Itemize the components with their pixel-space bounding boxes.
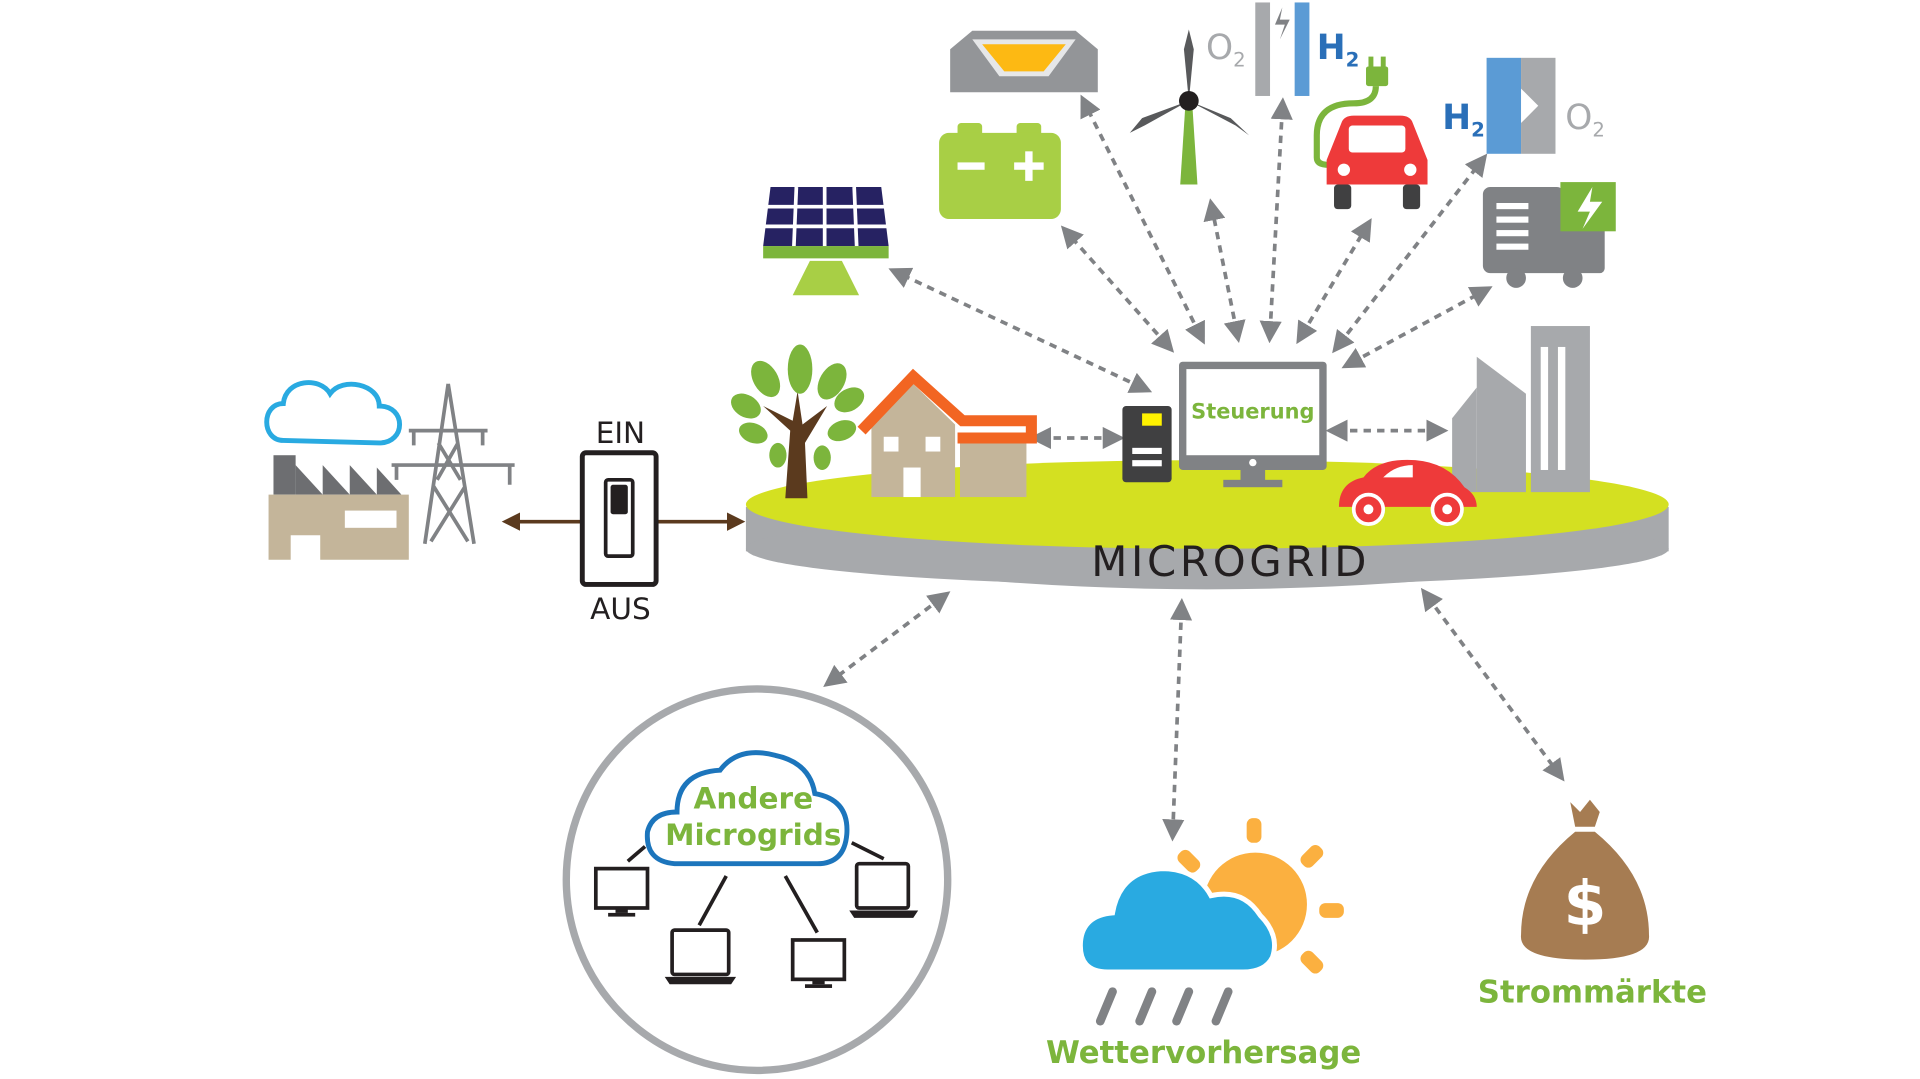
market-label: Strommärkte	[1478, 975, 1707, 1011]
network-label-line1: Andere	[694, 781, 814, 815]
weather-label: Wettervorhersage	[1046, 1035, 1361, 1071]
factory-icon	[268, 455, 409, 560]
money-bag-icon: $	[1520, 799, 1650, 960]
weather-forecast: Wettervorhersage	[1046, 818, 1361, 1071]
other-microgrids-network: Andere Microgrids	[562, 685, 952, 1075]
computer-icon	[593, 866, 650, 917]
rain-icon	[1095, 987, 1233, 1026]
electrolyzer-o2-label: O	[1206, 28, 1233, 68]
arrow-market	[1420, 587, 1565, 782]
fuelcell-h2-label: H	[1442, 98, 1471, 138]
arrow-wind	[1203, 198, 1246, 344]
grid-switch[interactable]: EIN AUS	[579, 416, 659, 626]
switch-off-label: AUS	[590, 592, 651, 626]
arrow-battery	[1060, 225, 1175, 353]
arrow-network	[823, 591, 951, 688]
power-pylon-icon	[391, 383, 515, 545]
arrow-generator	[1341, 286, 1493, 369]
control-monitor: Steuerung	[1178, 361, 1327, 488]
electrolyzer-h2-label: H	[1317, 28, 1346, 68]
car-icon	[1338, 459, 1477, 526]
cloud-icon	[264, 380, 403, 446]
electrolyzer-icon: O2 H2	[1206, 2, 1359, 96]
network-label-line2: Microgrids	[665, 818, 841, 852]
dollar-sign: $	[1564, 868, 1607, 940]
ev-charging-icon	[1313, 56, 1428, 210]
svg-text:O2: O2	[1206, 28, 1246, 71]
switch-on-label: EIN	[596, 416, 645, 450]
buildings-icon	[1452, 326, 1590, 493]
utility-grid	[264, 380, 515, 560]
computer-icon	[790, 938, 847, 988]
server-icon	[1122, 406, 1172, 483]
laptop-icon	[664, 928, 737, 985]
generator-icon	[1482, 182, 1616, 288]
microgrid-label: MICROGRID	[1091, 537, 1370, 586]
cloud-icon	[1077, 866, 1277, 975]
arrow-mine	[1080, 94, 1205, 345]
solar-panel-icon	[763, 186, 889, 296]
mine-icon	[950, 30, 1098, 93]
arrow-solar	[888, 267, 1153, 393]
tree-icon	[731, 344, 865, 499]
house-icon	[857, 368, 1037, 498]
svg-text:O2: O2	[1565, 98, 1605, 141]
cloud-icon	[644, 750, 850, 867]
arrow-ev	[1296, 218, 1372, 345]
wind-turbine-icon	[1129, 29, 1250, 185]
arrow-electrolyzer	[1259, 97, 1293, 344]
svg-text:H2: H2	[1317, 28, 1360, 71]
control-label: Steuerung	[1191, 399, 1314, 423]
svg-text:H2: H2	[1442, 98, 1485, 141]
laptop-icon	[849, 861, 919, 918]
power-markets: $ Strommärkte	[1478, 799, 1707, 1011]
fuelcell-o2-label: O	[1565, 98, 1592, 138]
battery-icon	[939, 123, 1061, 219]
arrow-fuelcell	[1332, 153, 1488, 354]
fuel-cell-icon: H2 O2	[1442, 57, 1605, 154]
arrow-weather	[1162, 597, 1193, 842]
connection-arrows	[823, 94, 1565, 842]
